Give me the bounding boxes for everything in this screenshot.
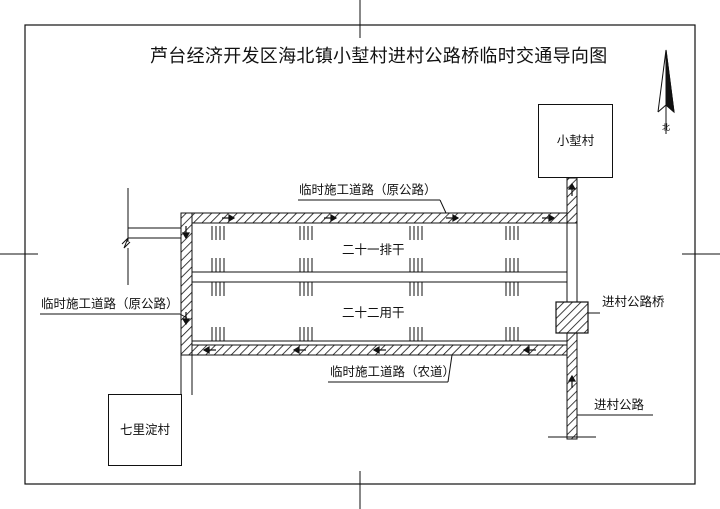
break-line xyxy=(121,188,131,285)
road-label-bottom: 临时施工道路（农道） xyxy=(330,364,456,379)
arrow-right-icon xyxy=(446,213,460,223)
road-label-left: 临时施工道路（原公路） xyxy=(41,296,179,311)
canals xyxy=(192,271,567,342)
north-label: 北 xyxy=(662,123,670,132)
arrow-left-icon xyxy=(202,345,216,355)
road-top xyxy=(181,212,577,224)
diagram-title: 芦台经济开发区海北镇小堼村进村公路桥临时交通导向图 xyxy=(150,46,608,67)
village-label-xiaofeng: 小堼村 xyxy=(556,132,595,148)
arrow-up-icon xyxy=(567,182,577,196)
village-box-top-right: 小堼村 xyxy=(538,104,613,178)
arrow-right-icon xyxy=(222,213,236,223)
village-label-qilidian: 七里淀村 xyxy=(119,421,170,437)
arrow-right-icon xyxy=(542,213,556,223)
bank-ticks xyxy=(211,226,519,341)
arrow-left-icon xyxy=(292,345,306,355)
arrow-down-icon xyxy=(181,226,191,240)
arrow-left-icon xyxy=(522,345,536,355)
canal-label-lower: 二十二用干 xyxy=(342,305,405,320)
leader-lines xyxy=(40,199,600,383)
road-label-top: 临时施工道路（原公路） xyxy=(299,182,437,197)
direction-arrows xyxy=(181,182,577,388)
arrow-right-icon xyxy=(324,213,338,223)
canal-label-upper: 二十一排干 xyxy=(342,242,405,257)
road-label-village: 进村公路 xyxy=(594,397,645,412)
arrow-left-icon xyxy=(372,345,386,355)
north-arrow-icon xyxy=(657,49,675,134)
bridge-label: 进村公路桥 xyxy=(602,294,665,309)
arrow-up-icon xyxy=(567,374,577,388)
village-box-bottom-left: 七里淀村 xyxy=(108,394,182,466)
village-road-bridge xyxy=(555,301,589,334)
